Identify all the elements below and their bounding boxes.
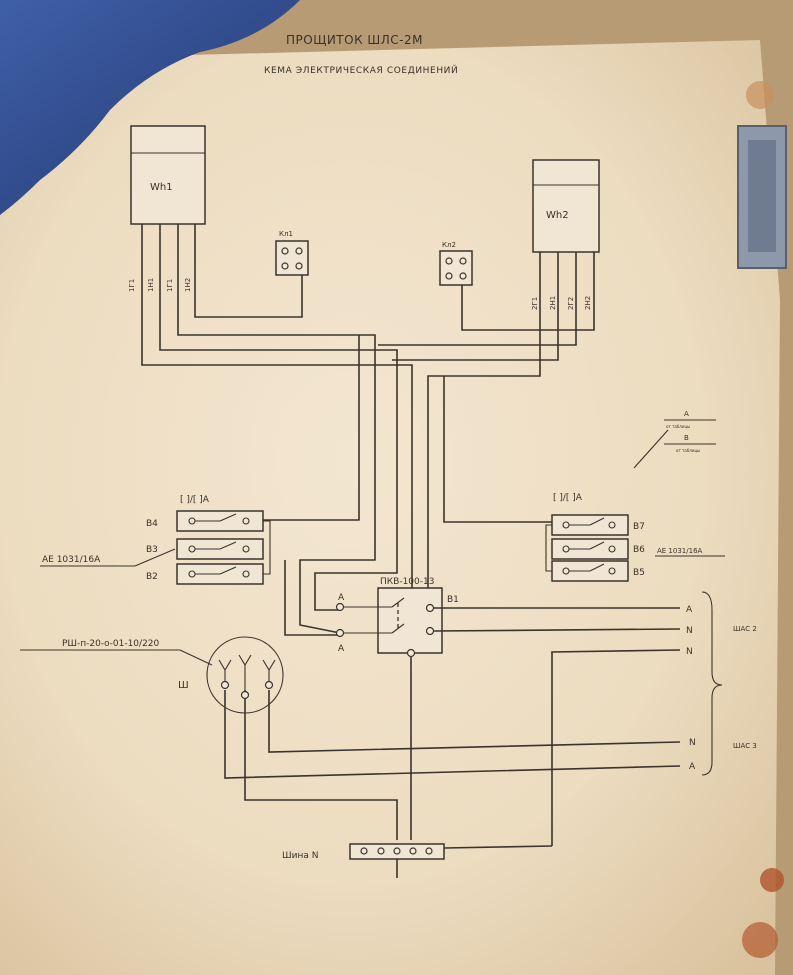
blue-tarp bbox=[0, 0, 300, 215]
legend: А от таблицы В от таблицы bbox=[633, 410, 716, 469]
shas2-label: ШАС 2 bbox=[733, 625, 757, 633]
shas2-line-a: А bbox=[686, 605, 693, 615]
switch-pkv-label: ПКВ-100-13 bbox=[380, 577, 434, 587]
terminal-block-kl2-label: Кл2 bbox=[442, 241, 456, 249]
socket: РШ-п-20-о-01-10/220 Ш bbox=[20, 636, 284, 714]
output-brace bbox=[701, 591, 723, 776]
shas3-label: ШАС 3 bbox=[733, 742, 757, 750]
breaker-group-right: [ ]/[ ]А В7 В6 В5 АЕ 1031/16А bbox=[545, 493, 725, 582]
diagram-title: ПРОЩИТОК ШЛС-2М bbox=[286, 33, 423, 47]
legend-b-note: от таблицы bbox=[676, 448, 700, 453]
meter-wiring bbox=[141, 224, 595, 636]
bus-n-label: Шина N bbox=[282, 851, 318, 861]
socket-model: РШ-п-20-о-01-10/220 bbox=[62, 639, 160, 649]
meter-wh2: Wh2 bbox=[532, 159, 600, 253]
breaker-group-right-label: [ ]/[ ]А bbox=[553, 493, 583, 503]
bus-n: Шина N bbox=[282, 843, 553, 878]
shas2-line-n2: N bbox=[686, 647, 693, 657]
wh2-terminal-label: 2Г2 bbox=[567, 297, 575, 310]
shas3-line-n: N bbox=[689, 738, 696, 748]
meter-wh2-label: Wh2 bbox=[546, 210, 569, 221]
breaker-b5-label: В5 bbox=[633, 568, 645, 578]
wh1-terminal-label: 1Н1 bbox=[147, 278, 155, 292]
bracket-plate bbox=[748, 140, 776, 252]
wh2-terminal-label: 2Г1 bbox=[531, 297, 539, 310]
breaker-right-model: АЕ 1031/16А bbox=[657, 547, 703, 555]
breaker-b2-label: В2 bbox=[146, 572, 158, 582]
paper-sheet bbox=[0, 40, 780, 975]
wh1-terminal-label: 1Н2 bbox=[184, 278, 192, 292]
breaker-group-left: [ ]/[ ]А В4 В3 В2 АЕ 1031/16А bbox=[40, 495, 271, 585]
legend-a: А bbox=[684, 410, 689, 418]
legend-a-note: от таблицы bbox=[666, 424, 690, 429]
shas3-line-a: А bbox=[689, 762, 696, 772]
output-lines bbox=[224, 607, 681, 846]
diagram-subtitle: КЕМА ЭЛЕКТРИЧЕСКАЯ СОЕДИНЕНИЙ bbox=[264, 64, 458, 76]
terminal-block-kl2: Кл2 bbox=[439, 241, 473, 286]
rust-spot bbox=[742, 922, 778, 958]
socket-label: Ш bbox=[178, 680, 189, 691]
terminal-block-kl1: Кл1 bbox=[275, 230, 309, 276]
rust-spot bbox=[760, 868, 784, 892]
switch-pkv: ПКВ-100-13 А А В1 bbox=[335, 577, 459, 658]
rust-spot bbox=[746, 81, 774, 109]
shas2-line-n: N bbox=[686, 626, 693, 636]
breaker-b3-label: В3 bbox=[146, 545, 158, 555]
wh1-terminal-label: 1Г1 bbox=[166, 279, 174, 292]
switch-input-a-top: А bbox=[338, 593, 345, 603]
breaker-b6-label: В6 bbox=[633, 545, 645, 555]
switch-output-label: В1 bbox=[447, 595, 459, 605]
terminal-block-kl1-label: Кл1 bbox=[279, 230, 293, 238]
breaker-group-left-label: [ ]/[ ]А bbox=[180, 495, 210, 505]
meter-wh1: Wh1 bbox=[130, 125, 206, 225]
wh2-terminal-label: 2Н2 bbox=[584, 296, 592, 310]
breaker-b4-label: В4 bbox=[146, 519, 158, 529]
legend-b: В bbox=[684, 434, 689, 442]
switch-input-a-bottom: А bbox=[338, 644, 345, 654]
breaker-b7-label: В7 bbox=[633, 522, 645, 532]
wh1-terminal-label: 1Г1 bbox=[128, 279, 136, 292]
breaker-left-model: АЕ 1031/16А bbox=[42, 555, 101, 565]
meter-wh1-label: Wh1 bbox=[150, 182, 173, 193]
wh2-terminal-label: 2Н1 bbox=[549, 296, 557, 310]
